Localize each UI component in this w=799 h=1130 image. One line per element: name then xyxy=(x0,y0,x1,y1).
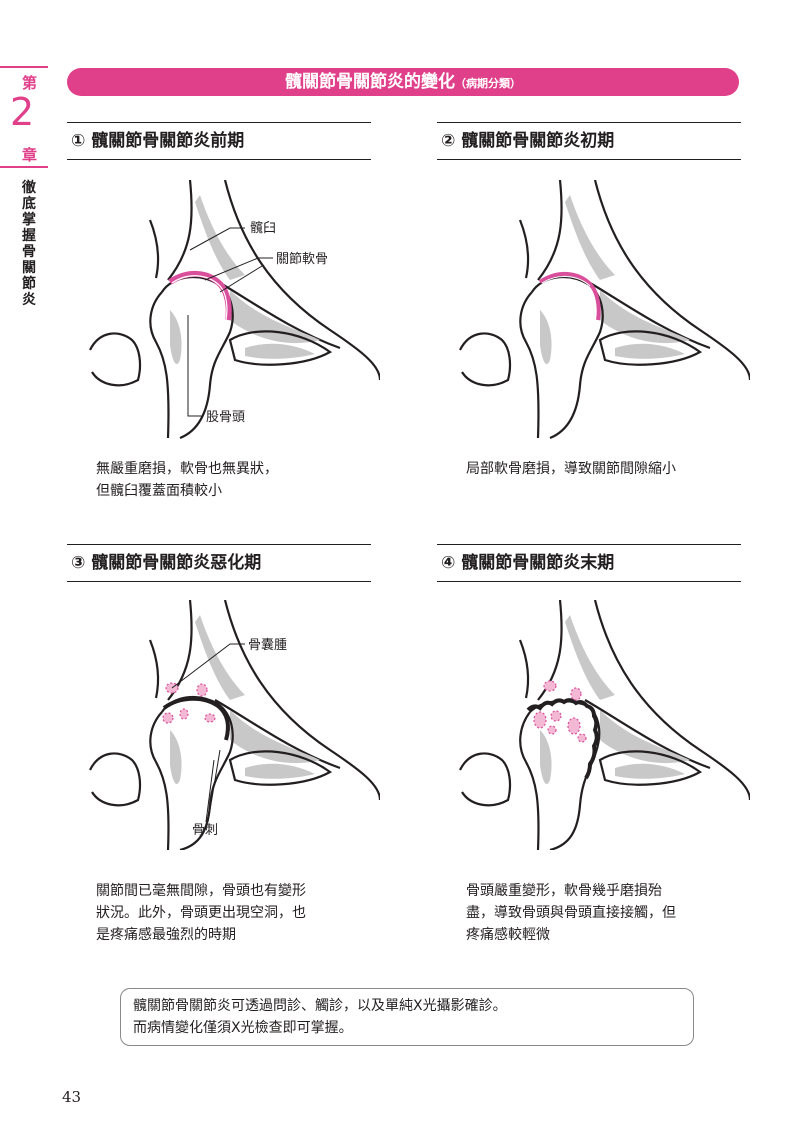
label-articular-cartilage: 關節軟骨 xyxy=(276,251,328,267)
chapter-suffix: 章 xyxy=(22,146,38,164)
femoral-head xyxy=(459,276,604,440)
hip-figure-progressive: 骨囊腫 骨刺 xyxy=(89,600,380,850)
note-line: 髖關節骨關節炎可透過問診、觸診，以及單純X光攝影確診。 xyxy=(133,998,507,1014)
acetabulum-shade xyxy=(600,290,690,344)
cartilage-layer xyxy=(538,272,601,321)
description-line: 骨頭嚴重變形，軟骨幾乎磨損殆 xyxy=(466,883,662,899)
cartilage-layer xyxy=(168,271,232,321)
iliac-shade xyxy=(195,195,245,280)
label-acetabulum: 髖臼 xyxy=(250,221,276,236)
panel-2-title: ② 髖關節骨關節炎初期 xyxy=(437,122,741,160)
page-number: 43 xyxy=(62,1088,82,1106)
page-title-bar: 髖關節骨關節炎的變化（病期分類） xyxy=(67,68,739,96)
description-line: 局部軟骨磨損，導致關節間隙縮小 xyxy=(466,461,676,477)
description-line: 關節間已毫無間隙，骨頭也有變形 xyxy=(96,883,306,899)
chapter-tab-bottom-rule xyxy=(0,166,48,168)
panel-4-description: 骨頭嚴重變形，軟骨幾乎磨損殆 盡，導致骨頭與骨頭直接接觸，但 疼痛感較輕微 xyxy=(466,880,736,946)
iliac-shade xyxy=(565,195,615,280)
joint-line xyxy=(162,696,230,741)
acetabulum-shade xyxy=(230,710,320,764)
ischium-shade xyxy=(245,343,315,359)
femur-shade xyxy=(170,310,182,365)
description-line: 疼痛感較輕微 xyxy=(466,927,550,943)
chapter-tab-top-rule xyxy=(0,66,48,68)
pelvis-outline xyxy=(518,180,750,381)
iliac-shade xyxy=(565,615,615,700)
panel-4-title: ④ 髖關節骨關節炎末期 xyxy=(437,544,741,582)
note-line: 而病情變化僅須X光檢查即可掌握。 xyxy=(133,1020,353,1036)
ischium-shade xyxy=(245,763,315,779)
iliac-shade xyxy=(195,615,245,700)
description-line: 盡，導致骨頭與骨頭直接接觸，但 xyxy=(466,905,676,921)
acetabulum-shade xyxy=(230,290,320,344)
acetabulum-shade xyxy=(600,710,690,764)
description-line: 是疼痛感最強烈的時期 xyxy=(96,927,236,943)
label-leaders xyxy=(171,643,245,823)
chapter-prefix: 第 xyxy=(22,74,38,92)
ischium-shade xyxy=(615,763,685,779)
femur-shade xyxy=(540,310,552,365)
bone-cysts xyxy=(162,682,216,724)
label-leaders xyxy=(187,227,273,417)
hip-figure-initial xyxy=(459,180,750,440)
label-osteophyte: 骨刺 xyxy=(192,823,218,838)
summary-note-box: 髖關節骨關節炎可透過問診、觸診，以及單純X光攝影確診。 而病情變化僅須X光檢查即… xyxy=(120,988,694,1046)
page-subtitle: （病期分類） xyxy=(455,77,521,90)
panel-1-title: ① 髖關節骨關節炎前期 xyxy=(67,122,371,160)
femur-shade xyxy=(540,730,552,785)
ischium xyxy=(598,330,703,366)
chapter-side-title: 徹底掌握骨關節炎 xyxy=(22,180,36,308)
ischium xyxy=(228,330,333,366)
panel-2-description: 局部軟骨磨損，導致關節間隙縮小 xyxy=(466,458,736,480)
bone-contact-line xyxy=(526,698,599,780)
panel-1-description: 無嚴重磨損，軟骨也無異狀， 但髖臼覆蓋面積較小 xyxy=(96,458,356,502)
label-femoral-head: 股骨頭 xyxy=(206,410,245,425)
femur-shade xyxy=(170,730,182,785)
ischium xyxy=(228,750,333,786)
panel-3-title: ③ 髖關節骨關節炎惡化期 xyxy=(67,544,371,582)
pelvis-outline xyxy=(148,180,380,381)
hip-figure-end-stage xyxy=(459,600,750,850)
pelvis-outline xyxy=(518,600,750,801)
ischium xyxy=(598,750,703,786)
description-line: 狀況。此外，骨頭更出現空洞，也 xyxy=(96,905,306,921)
ischium-shade xyxy=(615,343,685,359)
page-title: 髖關節骨關節炎的變化 xyxy=(285,72,455,92)
cartilage-gap xyxy=(541,276,591,287)
label-bone-cyst: 骨囊腫 xyxy=(248,637,287,653)
description-line: 但髖臼覆蓋面積較小 xyxy=(96,483,222,499)
hip-figure-early: 髖臼 關節軟骨 股骨頭 xyxy=(89,180,380,440)
panel-3-description: 關節間已毫無間隙，骨頭也有變形 狀況。此外，骨頭更出現空洞，也 是疼痛感最強烈的… xyxy=(96,880,356,946)
cartilage-gap xyxy=(171,275,228,321)
chapter-number: 2 xyxy=(10,90,35,134)
bone-cysts xyxy=(533,680,587,743)
description-line: 無嚴重磨損，軟骨也無異狀， xyxy=(96,461,278,477)
femoral-head xyxy=(89,276,234,440)
